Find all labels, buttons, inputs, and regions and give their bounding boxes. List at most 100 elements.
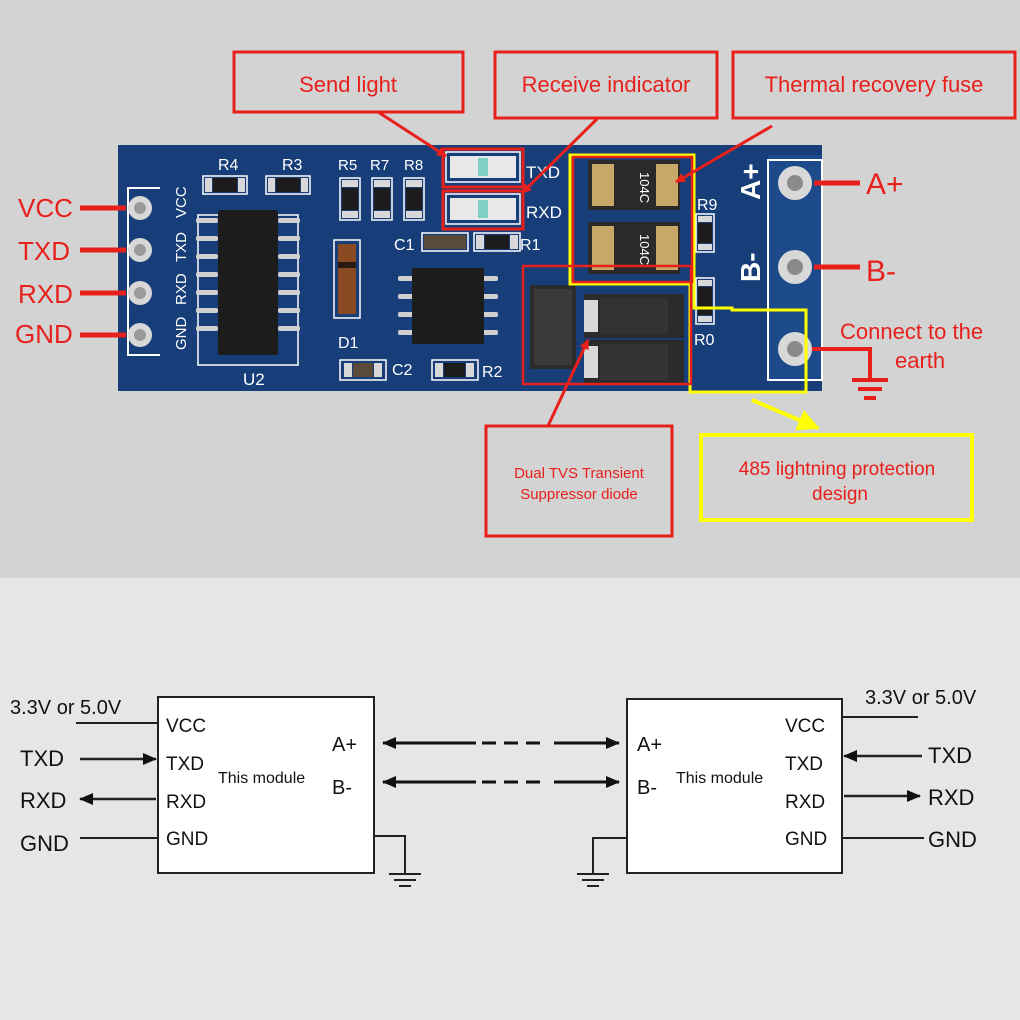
silk-r3: R3 — [282, 157, 303, 174]
right-signal-rxd: RXD — [928, 785, 974, 810]
callout-thermal-fuse-text: Thermal recovery fuse — [765, 72, 984, 97]
left-signal-gnd: GND — [20, 831, 69, 856]
terminal-label-b-minus: B- — [866, 255, 896, 288]
led-tx — [445, 151, 521, 183]
callout-send-light-text: Send light — [299, 72, 397, 97]
callout-receive-indicator-text: Receive indicator — [522, 72, 691, 97]
led-rx — [445, 193, 521, 225]
rs485-module-board: VCC TXD RXD GND U2 — [118, 145, 823, 391]
left-pin-rxd: RXD — [166, 792, 206, 813]
diode-d1 — [333, 239, 361, 319]
terminal-a-plus — [778, 166, 812, 200]
receive-indicator-highlight — [441, 189, 525, 231]
tvs-diode-1 — [530, 285, 576, 369]
right-pin-vcc: VCC — [785, 716, 825, 737]
silk-txd: TXD — [173, 232, 190, 262]
callout-protection-line2: design — [812, 484, 868, 505]
tvs-diode-2 — [584, 294, 684, 338]
right-module-label: This module — [676, 770, 763, 787]
left-pin-txd: TXD — [166, 754, 204, 775]
thermal-fuse-highlight — [571, 155, 694, 284]
left-bus-a: A+ — [332, 734, 357, 756]
header-pin-gnd — [128, 323, 152, 347]
callout-tvs-diode: Dual TVS Transient Suppressor diode — [484, 339, 674, 538]
resistor-r3 — [265, 175, 311, 195]
callout-send-light: Send light — [232, 50, 465, 158]
right-signal-txd: TXD — [928, 743, 972, 768]
resistor-r1 — [473, 232, 521, 252]
right-pin-rxd: RXD — [785, 792, 825, 813]
resistor-r5 — [339, 177, 361, 221]
silk-a-plus: A+ — [735, 163, 766, 200]
right-signal-gnd: GND — [928, 827, 977, 852]
silk-rxd-led: RXD — [526, 203, 562, 222]
right-module-box — [626, 698, 843, 874]
header-pin-txd — [128, 238, 152, 262]
callout-protection-line1: 485 lightning protection — [739, 459, 935, 480]
right-pin-gnd: GND — [785, 829, 827, 850]
chip-u2 — [196, 210, 300, 366]
silk-gnd: GND — [173, 317, 190, 351]
right-supply-label: 3.3V or 5.0V — [865, 687, 977, 709]
send-light-highlight — [441, 147, 525, 189]
lightning-protection-highlight — [568, 153, 808, 394]
left-signal-rxd: RXD — [20, 788, 66, 813]
silk-r9: R9 — [697, 197, 718, 214]
silk-vcc: VCC — [173, 186, 190, 218]
silk-u2: U2 — [243, 370, 265, 389]
left-pin-gnd: GND — [166, 829, 208, 850]
terminal-labels: A+ B- Connect to the earth — [812, 168, 983, 400]
capacitor-c1 — [421, 232, 469, 252]
earth-callout-line1: Connect to the — [840, 319, 983, 344]
pin-label-txd: TXD — [18, 236, 70, 266]
silk-r4: R4 — [218, 157, 239, 174]
silk-r0: R0 — [694, 332, 715, 349]
left-pin-vcc: VCC — [166, 716, 206, 737]
header-pin-labels: VCC TXD RXD GND — [15, 193, 126, 349]
resistor-r9 — [695, 213, 715, 253]
tvs-diode-3 — [584, 340, 684, 384]
terminal-label-a-plus: A+ — [866, 168, 904, 201]
callout-tvs-line1: Dual TVS Transient — [514, 465, 645, 482]
resistor-r0 — [695, 277, 715, 325]
left-signal-txd: TXD — [20, 746, 64, 771]
resistor-r2 — [431, 359, 479, 381]
silk-b-minus: B- — [735, 252, 766, 282]
callout-lightning-protection: 485 lightning protection design — [699, 398, 974, 522]
left-module-label: This module — [218, 770, 305, 787]
right-bus-b: B- — [637, 777, 657, 799]
silk-r7: R7 — [370, 157, 389, 174]
callout-receive-indicator: Receive indicator — [493, 50, 719, 195]
silk-c1: C1 — [394, 237, 415, 254]
silk-r8: R8 — [404, 157, 423, 174]
silk-r1: R1 — [520, 237, 541, 254]
capacitor-c2 — [339, 359, 387, 381]
pin-label-vcc: VCC — [18, 193, 73, 223]
pin-label-rxd: RXD — [18, 279, 73, 309]
callout-tvs-line2: Suppressor diode — [520, 486, 638, 503]
earth-callout-line2: earth — [895, 348, 945, 373]
header-pin-vcc — [128, 196, 152, 220]
thermal-fuse-1: 104C — [588, 160, 680, 210]
silk-r5: R5 — [338, 157, 357, 174]
wiring-diagram: 3.3V or 5.0V VCC TXD RXD GND This module… — [10, 687, 977, 887]
callout-thermal-fuse: Thermal recovery fuse — [675, 50, 1017, 184]
terminal-earth — [778, 332, 812, 366]
fuse-marking-1: 104C — [637, 172, 652, 203]
header-pin-rxd — [128, 281, 152, 305]
resistor-r4 — [202, 175, 248, 195]
silk-d1: D1 — [338, 335, 359, 352]
resistor-r7 — [371, 177, 393, 221]
left-bus-b: B- — [332, 777, 352, 799]
silk-r2: R2 — [482, 364, 503, 381]
fuse-marking-2: 104C — [637, 234, 652, 265]
tvs-diode-highlight — [521, 264, 693, 386]
left-module-box — [157, 696, 375, 874]
resistor-r8 — [403, 177, 425, 221]
chip-u1 — [398, 268, 498, 344]
right-pin-txd: TXD — [785, 754, 823, 775]
pin-label-gnd: GND — [15, 319, 73, 349]
silk-c2: C2 — [392, 362, 413, 379]
